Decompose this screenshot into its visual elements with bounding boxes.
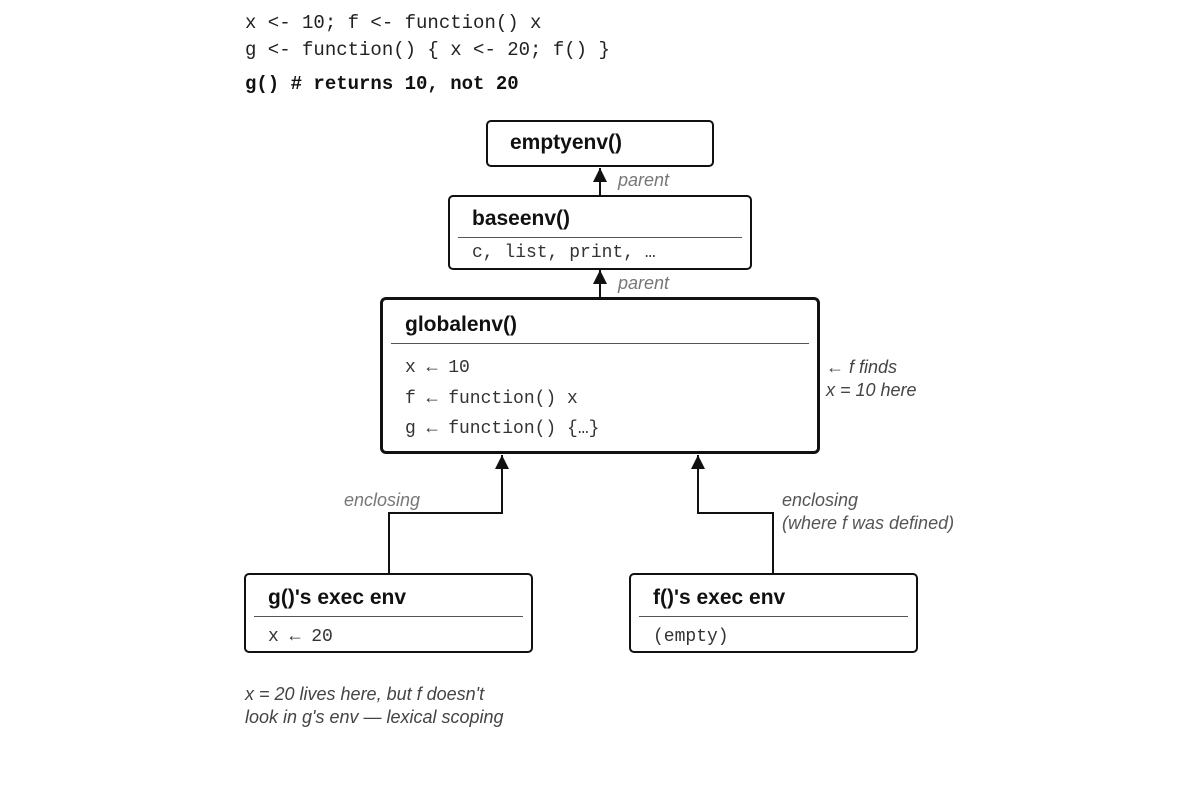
note-bottom-line1: x = 20 lives here, but f doesn't [245,684,485,704]
node-baseenv: baseenv() c, list, print, … [448,195,752,270]
node-globalenv: globalenv() x ← 10 f ← function() x g ← … [380,297,820,454]
node-f-exec-env: f()'s exec env (empty) [629,573,918,653]
node-emptyenv-title: emptyenv() [510,131,623,154]
node-g-exec-divider [254,616,523,617]
note-bottom: x = 20 lives here, but f doesn't look in… [245,683,504,729]
edge-f-to-global [697,455,774,574]
node-f-exec-row: (empty) [653,627,729,647]
node-baseenv-divider [458,237,742,238]
note-global-line2: x = 10 here [826,380,917,400]
node-globalenv-row-f: f ← function() x [405,389,578,409]
edge-g-to-global-head [495,455,509,469]
node-globalenv-title: globalenv() [405,313,518,336]
note-bottom-line2: look in g's env — lexical scoping [245,707,504,727]
node-emptyenv: emptyenv() [486,120,714,167]
node-g-exec-env: g()'s exec env x ← 20 [244,573,533,653]
node-globalenv-row-g: g ← function() {…} [405,419,600,439]
note-global-line1: ← f finds [826,357,898,377]
code-line-3: g() # returns 10, not 20 [245,73,519,95]
node-globalenv-divider [391,343,809,344]
edge-label-f-enclosing-line1: enclosing [782,490,859,510]
node-baseenv-title: baseenv() [472,207,571,230]
node-globalenv-row-x: x ← 10 [405,358,470,378]
edge-label-parent-lower: parent [618,273,670,293]
node-g-exec-row: x ← 20 [268,627,333,647]
edge-global-to-base-head [593,270,607,284]
edge-label-f-enclosing: enclosing (where f was defined) [782,489,954,535]
note-global: ← f finds x = 10 here [826,356,917,402]
edge-base-to-empty-head [593,168,607,182]
edge-label-f-enclosing-line2: (where f was defined) [782,513,955,533]
node-g-exec-title: g()'s exec env [268,586,407,609]
edge-label-parent-upper: parent [618,170,670,190]
code-line-2: g <- function() { x <- 20; f() } [245,39,610,61]
edge-f-to-global-head [691,455,705,469]
edge-label-g-enclosing: enclosing [344,490,421,510]
edge-g-to-global [388,455,503,574]
node-f-exec-divider [639,616,908,617]
node-f-exec-title: f()'s exec env [653,586,786,609]
code-line-1: x <- 10; f <- function() x [245,12,542,34]
node-baseenv-row: c, list, print, … [472,243,656,263]
